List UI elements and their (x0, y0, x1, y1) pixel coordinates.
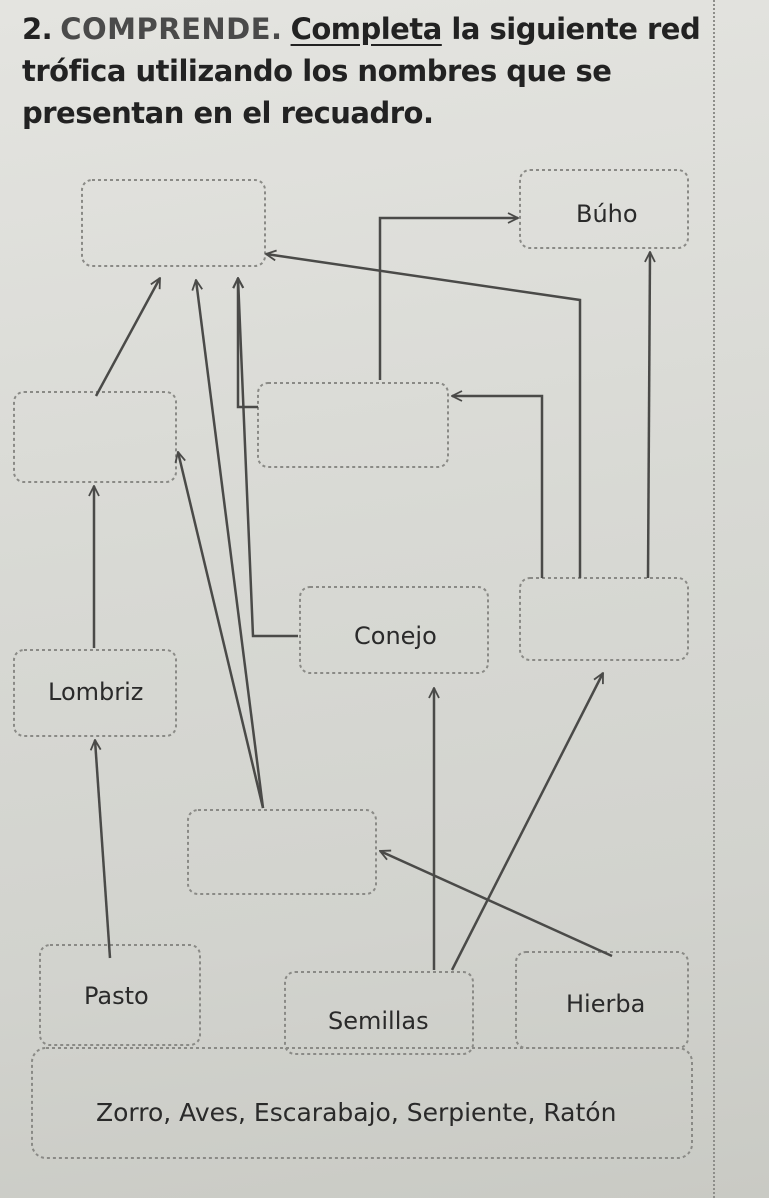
arrow-middle-left-to-top-left (94, 278, 162, 397)
page-margin-rule (713, 0, 715, 1198)
box-semillas (284, 971, 474, 1055)
exercise-heading: 2.COMPRENDE.Completa la siguiente red tr… (22, 8, 712, 134)
arrow-middle-right-to-middle-center (452, 396, 544, 578)
label-semillas: Semillas (328, 1007, 429, 1035)
box-pasto (39, 944, 201, 1046)
arrow-right-to-top-left (266, 254, 582, 578)
box-conejo (299, 586, 489, 674)
arrow-middle-right-to-buho (648, 252, 650, 579)
label-lombriz: Lombriz (48, 678, 144, 706)
arrow-middle-center-to-buho (378, 218, 518, 380)
box-middle-right-empty[interactable] (519, 577, 689, 661)
label-conejo: Conejo (354, 622, 437, 650)
word-bank-box (31, 1047, 693, 1159)
arrow-pasto-to-lombriz (95, 740, 112, 959)
box-lower-center-empty[interactable] (187, 809, 377, 895)
box-top-left-empty[interactable] (81, 179, 266, 267)
arrow-conejo-to-top-left (238, 278, 298, 638)
box-middle-center-empty[interactable] (257, 382, 449, 468)
box-buho (519, 169, 689, 249)
exercise-verb: Completa (290, 12, 443, 46)
arrow-hierba-to-lower-center (380, 851, 613, 958)
label-buho: Búho (576, 200, 638, 228)
arrow-middle-center-to-top-left (238, 278, 258, 409)
exercise-number: 2. (22, 12, 53, 46)
arrow-lower-center-to-top-left (196, 280, 265, 809)
word-bank-text: Zorro, Aves, Escarabajo, Serpiente, Rató… (96, 1098, 617, 1127)
box-hierba (515, 951, 689, 1049)
label-hierba: Hierba (566, 990, 646, 1018)
exercise-keyword: COMPRENDE. (60, 12, 283, 46)
box-middle-left-empty[interactable] (13, 391, 177, 483)
arrow-semillas-to-middle-right (450, 673, 605, 971)
exercise-instruction: la siguiente red trófica utilizando los … (22, 12, 701, 130)
label-pasto: Pasto (84, 982, 149, 1010)
arrow-lower-center-to-middle-left (178, 452, 265, 809)
